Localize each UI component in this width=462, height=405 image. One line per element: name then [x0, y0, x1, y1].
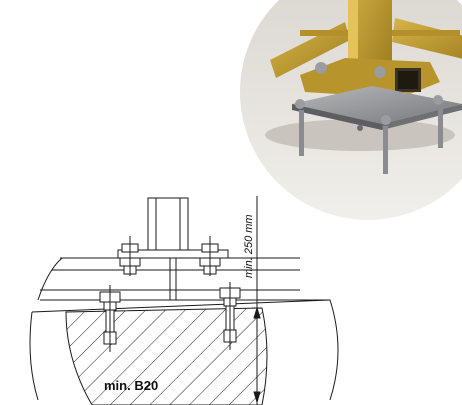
top-bolt-right — [199, 236, 221, 276]
dimension-line — [252, 196, 262, 405]
technical-drawing — [29, 196, 339, 405]
steel-post — [147, 197, 189, 251]
anchor-bolt-right — [219, 282, 241, 350]
concrete-foundation-hatch — [65, 307, 268, 405]
product-photo-circle — [240, 0, 462, 220]
anchor-bolt-left — [99, 285, 121, 352]
concrete-grade-label: min. B20 — [104, 378, 158, 393]
dimension-label: min. 250 mm — [243, 214, 255, 278]
concrete-block-outline — [40, 299, 339, 401]
top-bolt-left — [119, 236, 141, 276]
base-plate — [117, 249, 229, 259]
